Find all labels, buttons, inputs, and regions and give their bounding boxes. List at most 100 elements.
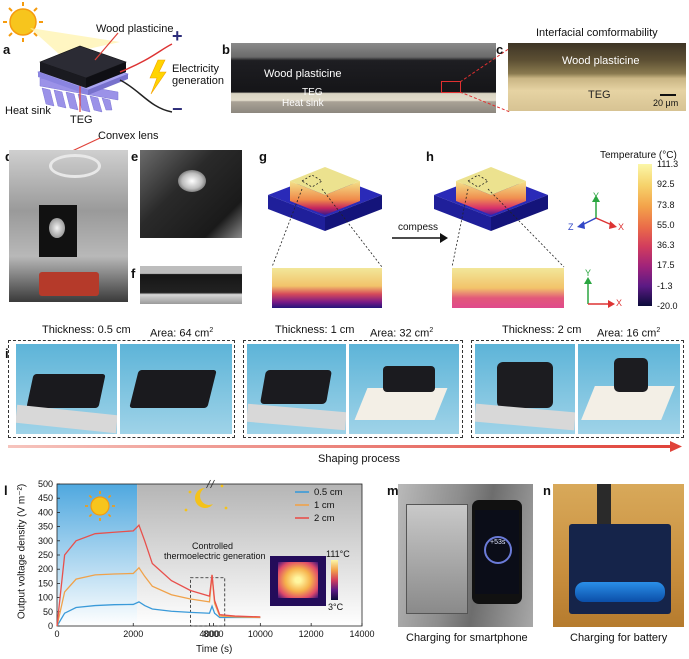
legend-label: 2 cm — [314, 513, 335, 524]
y-tick-label: 50 — [43, 607, 53, 617]
panel-label-m: m — [387, 483, 399, 498]
panel-c-title: Interfacial comformability — [536, 27, 658, 39]
legend-label: 0.5 cm — [314, 487, 343, 498]
label-j-area-text: Area: 32 cm — [370, 327, 430, 340]
panel-k-photo-2 — [578, 344, 680, 434]
panel-label-b: b — [222, 42, 230, 57]
star-icon — [224, 506, 228, 510]
panel-m-photo: +53s — [398, 484, 533, 627]
panel-label-f: f — [131, 266, 136, 281]
star-icon — [188, 490, 192, 494]
zoom-lines-bc — [459, 47, 511, 113]
panel-c-photo — [508, 43, 686, 111]
lightning-icon — [149, 59, 167, 95]
label-minus: − — [172, 99, 183, 119]
label-wood-plasticine-a: Wood plasticine — [96, 23, 174, 35]
label-j-area-sup: 2 — [429, 327, 434, 334]
star-icon — [184, 508, 188, 512]
y-tick-label: 250 — [38, 550, 53, 560]
axis-y-label-2d: Y — [585, 268, 592, 278]
colorbar-tick-label: 92.5 — [657, 179, 675, 190]
x-tick-label: 12000 — [299, 629, 324, 639]
caption-battery: Charging for battery — [570, 632, 668, 644]
label-k-thickness: Thickness: 2 cm — [502, 324, 582, 336]
colorbar-tick-label: -1.3 — [657, 280, 673, 291]
y-tick-label: 500 — [38, 479, 53, 489]
label-teg-a: TEG — [70, 114, 93, 126]
axis-break — [210, 479, 215, 489]
inset-box — [190, 577, 226, 627]
colorbar-title: Temperature (°C) — [600, 150, 677, 161]
panel-i-photo-1 — [16, 344, 117, 434]
legend-label: 1 cm — [314, 500, 335, 511]
inset-label-1: Controlled — [192, 541, 234, 551]
circuit-board — [569, 524, 671, 614]
y-tick-label: 400 — [38, 507, 53, 517]
lens-ring — [49, 154, 101, 178]
battery — [575, 582, 665, 602]
label-k-area-text: Area: 16 cm — [597, 327, 657, 340]
colorbar-tick-label: -20.0 — [657, 301, 678, 311]
panel-j-photo-2 — [349, 344, 459, 434]
axis-y-label-3d: Y — [593, 191, 600, 201]
y-tick-label: 450 — [38, 493, 53, 503]
label-teg-c: TEG — [588, 89, 611, 101]
thermal-max: 111°C — [326, 549, 350, 559]
panel-i-photo-2 — [120, 344, 232, 434]
label-k-area: Area: 16 cm2 — [597, 325, 660, 340]
label-heat-sink-a: Heat sink — [5, 105, 51, 117]
y-tick-label: 300 — [38, 536, 53, 546]
x-tick-label: 0 — [54, 629, 59, 639]
thermal-colorbar — [331, 560, 338, 600]
panel-j-photo-1 — [247, 344, 346, 434]
compress-arrow — [392, 233, 448, 243]
label-wood-plasticine-b: Wood plasticine — [264, 68, 342, 80]
smartphone — [472, 500, 522, 604]
moon-icon — [195, 488, 213, 508]
star-icon — [220, 484, 224, 488]
colorbar — [638, 164, 652, 306]
inset-label-2: thermoelectric generation — [164, 551, 266, 561]
scale-bar — [660, 94, 676, 96]
x-tick-label: 14000 — [349, 629, 374, 639]
axis-triad-2d — [584, 277, 615, 308]
panel-label-i: i — [5, 346, 9, 361]
panel-label-h: h — [426, 149, 434, 164]
axis-x-label-2d: X — [616, 298, 623, 308]
label-wood-plasticine-c: Wood plasticine — [562, 55, 640, 67]
label-plus: + — [172, 26, 183, 46]
chart-xlabel: Time (s) — [196, 644, 233, 655]
label-i-area: Area: 64 cm2 — [150, 325, 213, 340]
label-j-area: Area: 32 cm2 — [370, 325, 433, 340]
panel-f-photo — [140, 266, 242, 304]
label-electricity-2: generation — [172, 75, 224, 87]
panel-k-frame — [471, 340, 684, 438]
label-heat-sink-b: Heat sink — [282, 98, 324, 109]
series-line — [56, 566, 261, 627]
shaping-arrow — [8, 441, 682, 452]
panel-d-photo — [9, 150, 128, 302]
caption-smartphone: Charging for smartphone — [406, 632, 528, 644]
x-tick-label: 2000 — [123, 629, 143, 639]
axis-z-label-3d: Z — [568, 222, 574, 232]
x-tick-label: 10000 — [248, 629, 273, 639]
thermal-inset — [270, 556, 326, 606]
panel-label-d: d — [5, 150, 13, 163]
label-convex-lens: Convex lens — [98, 130, 159, 142]
y-tick-label: 350 — [38, 522, 53, 532]
label-i-thickness: Thickness: 0.5 cm — [42, 324, 131, 336]
panel-e-photo — [140, 150, 242, 238]
label-i-area-text: Area: 64 cm — [150, 327, 210, 340]
sun-icon-chart — [85, 491, 115, 521]
label-shaping-process: Shaping process — [318, 453, 400, 465]
colorbar-tick-label: 55.0 — [657, 219, 675, 230]
panel-i-frame — [8, 340, 235, 438]
panel-label-n: n — [543, 483, 551, 498]
label-electricity-1: Electricity — [172, 63, 220, 75]
colorbar-tick-label: 73.8 — [657, 199, 675, 210]
label-teg-b: TEG — [302, 87, 323, 98]
label-k-area-sup: 2 — [656, 327, 661, 334]
panel-label-c: c — [496, 42, 504, 57]
axis-x-label-3d: X — [618, 222, 625, 232]
